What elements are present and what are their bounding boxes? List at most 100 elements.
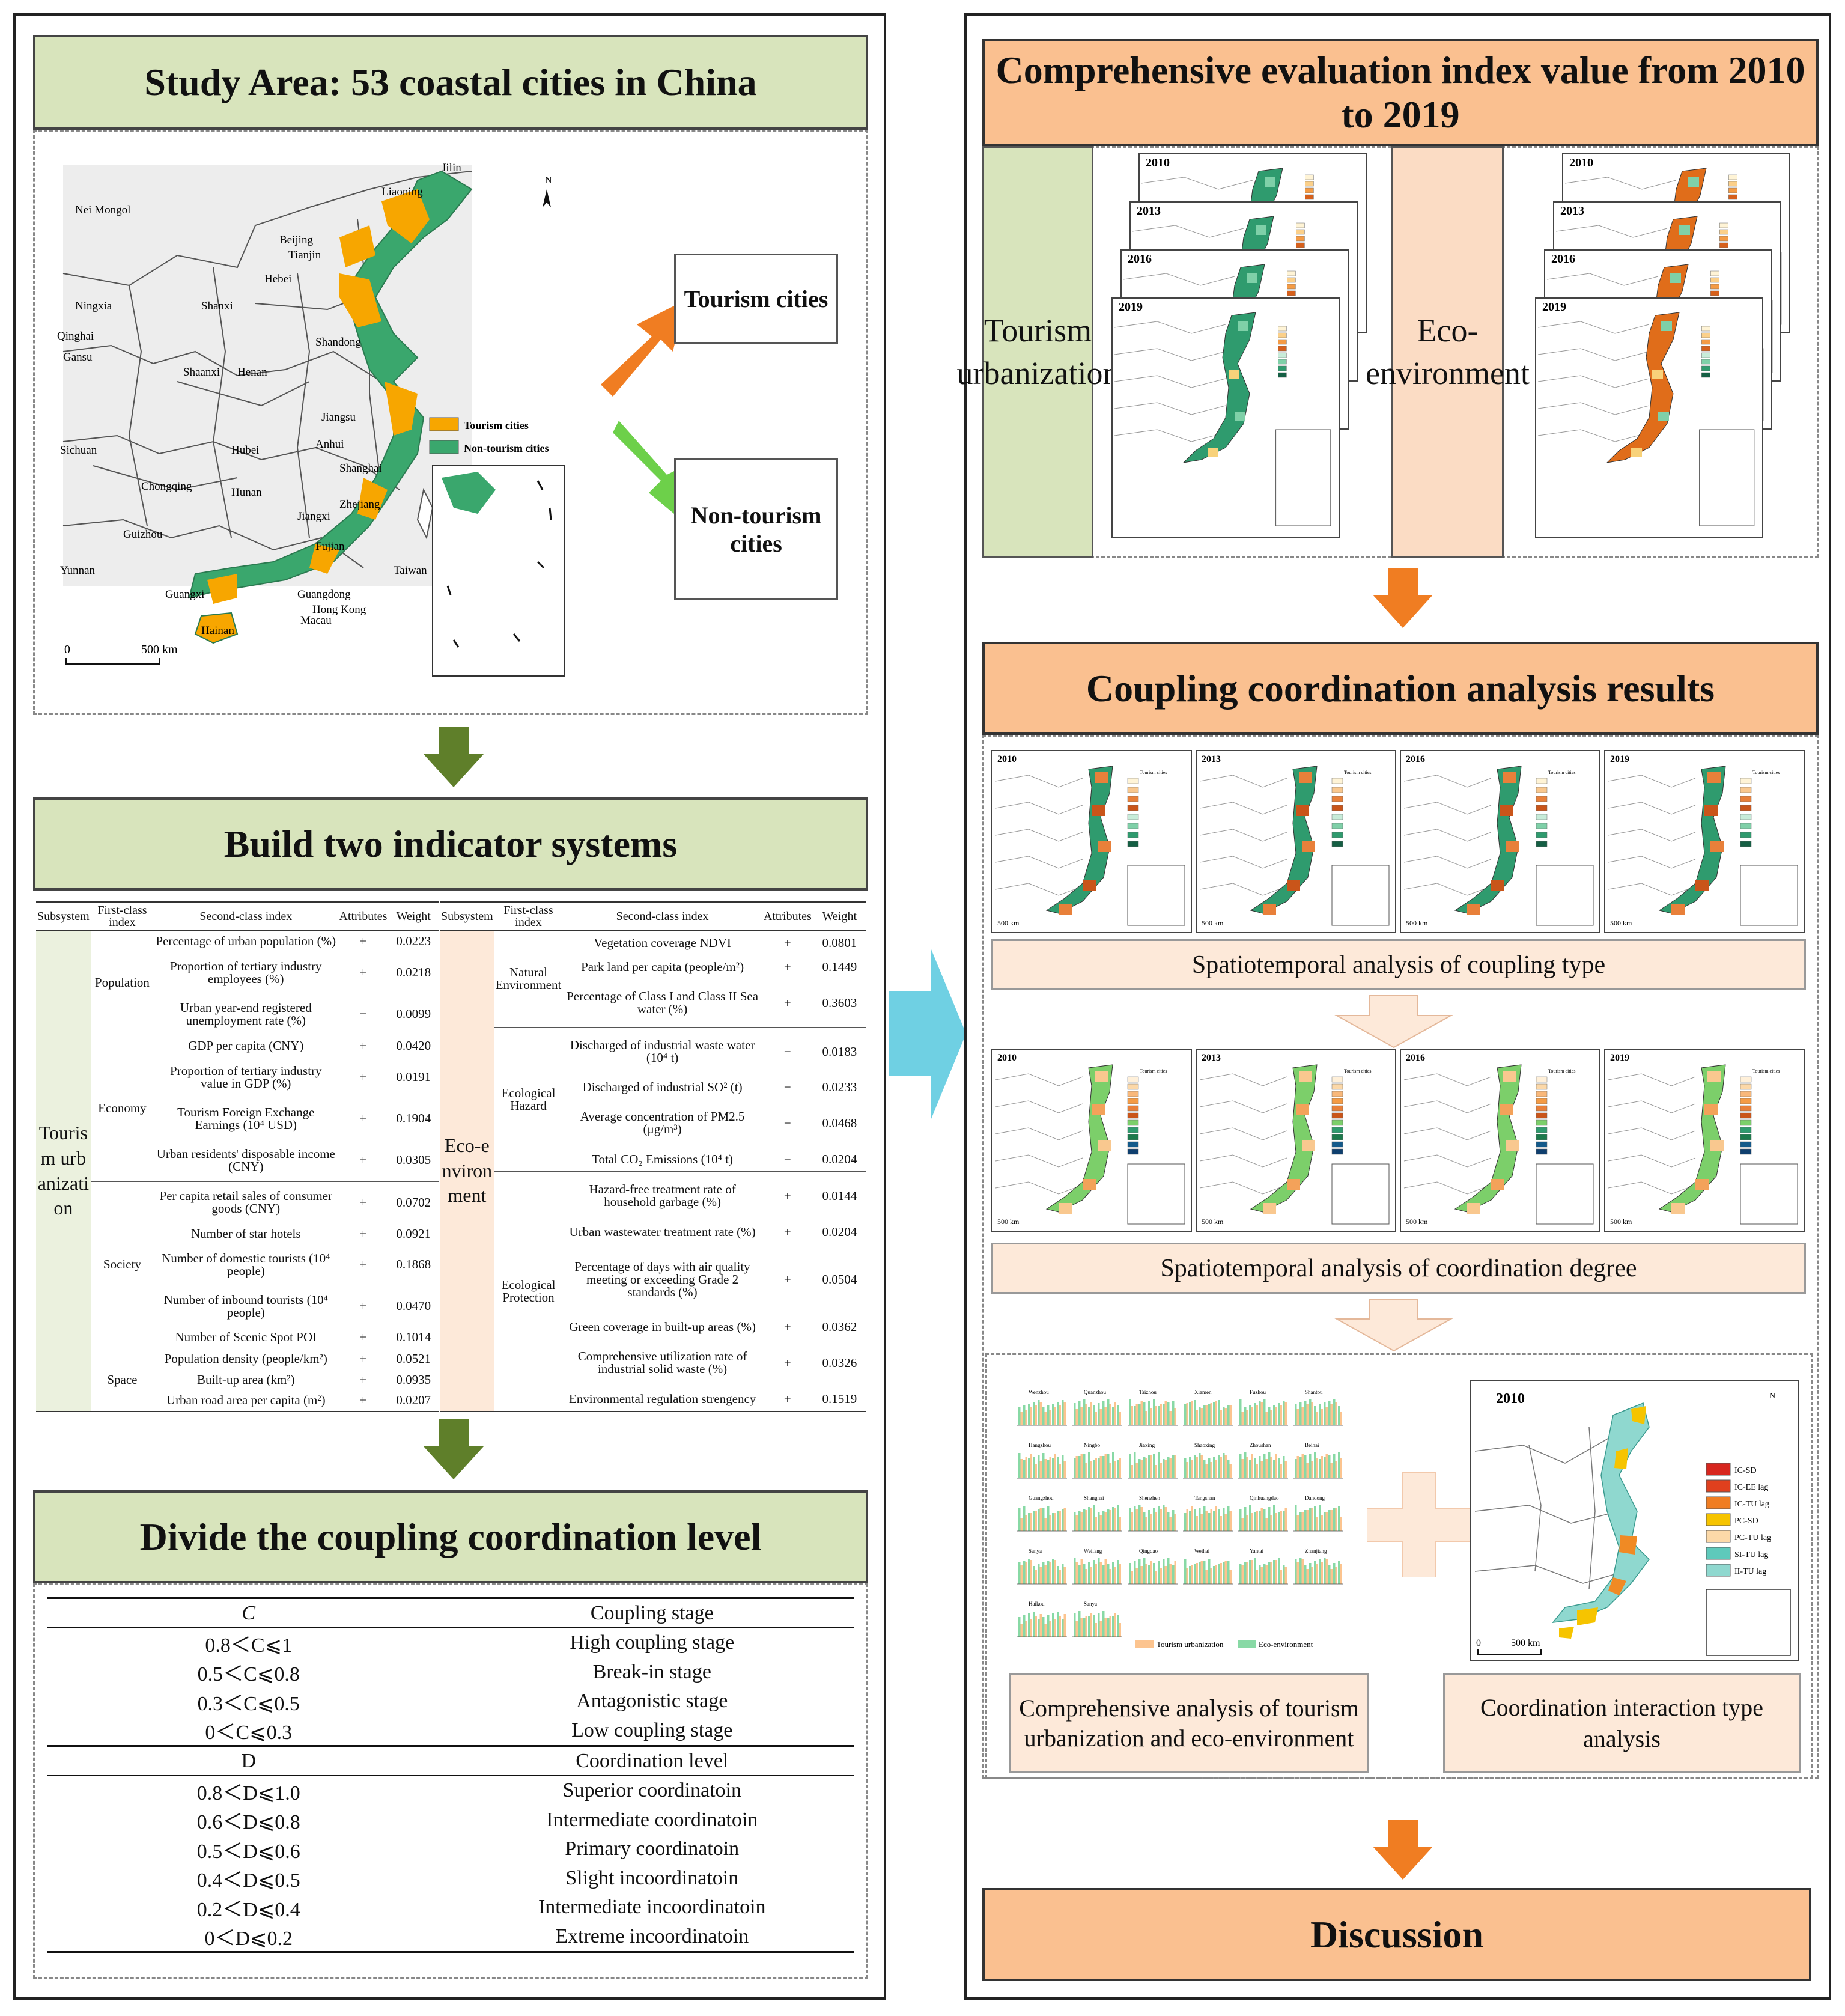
ee-bar (1239, 1564, 1242, 1584)
tu-bar (1095, 1458, 1097, 1478)
ee-bar (1227, 1460, 1230, 1478)
ee-bar (1102, 1611, 1105, 1637)
tu-bar (1246, 1410, 1248, 1425)
ee-bar (1138, 1505, 1141, 1531)
ee-bar (1129, 1508, 1131, 1531)
hollow-arrow-2 (1334, 1299, 1453, 1352)
tu-bar (1109, 1569, 1111, 1584)
bar-panel (1183, 1400, 1233, 1426)
small-scale: 500 km (1610, 919, 1632, 927)
ee-bar (1324, 1402, 1326, 1425)
weight-cell: 0.0144 (822, 1188, 857, 1203)
bar-city-label: Ningbo (1084, 1442, 1101, 1448)
ee-bar (1283, 1401, 1285, 1425)
tu-bar (1039, 1402, 1042, 1425)
ee-bar (1088, 1616, 1090, 1637)
ee-bar (1319, 1404, 1321, 1425)
tu-bar (1311, 1508, 1313, 1531)
map-place-label: Fujian (315, 540, 345, 553)
tu-bar (1280, 1570, 1282, 1584)
tu-bar (1059, 1616, 1061, 1637)
ee-bar (1038, 1400, 1040, 1425)
ee-bar (1023, 1460, 1026, 1478)
level-range: 0.5＜C⩽0.8 (197, 1663, 300, 1686)
ee-bar (1047, 1506, 1050, 1531)
ee-label-box: Eco-environment (1366, 146, 1530, 558)
tu-bar (1030, 1560, 1032, 1584)
tu-bar (1145, 1411, 1147, 1425)
weight-cell: 0.0801 (822, 935, 857, 950)
ee-bar (1194, 1400, 1196, 1425)
ee-bar (1078, 1565, 1081, 1584)
attribute-cell: + (783, 1224, 791, 1239)
ee-bar (1167, 1558, 1170, 1584)
c-stage-header: Coupling stage (590, 1601, 714, 1624)
second-class-index: Total CO₂ Emissions (10⁴ t) (592, 1151, 733, 1166)
bar-panel (1293, 1452, 1343, 1479)
map-year-label: 2016 (1551, 252, 1575, 266)
tu-bar (1196, 1516, 1198, 1531)
weight-cell: 0.3603 (822, 995, 857, 1010)
tu-bar (1301, 1559, 1304, 1584)
tu-bar (1035, 1570, 1037, 1584)
tu-bar (1044, 1624, 1047, 1637)
ee-bar (1028, 1559, 1030, 1584)
level-name: Antagonistic stage (576, 1690, 728, 1713)
ee-bar (1259, 1511, 1261, 1531)
map-north-label: N (545, 175, 552, 186)
map-year-label: 2013 (1137, 204, 1161, 218)
bar-panel (1293, 1505, 1343, 1532)
level-range: 0.3＜C⩽0.5 (197, 1692, 300, 1715)
small-legend-title: Tourism cities (1548, 770, 1575, 775)
attribute-cell: + (359, 1070, 367, 1085)
tu-bar (1256, 1464, 1258, 1478)
ee-bar (1203, 1460, 1206, 1478)
tu-bar (1114, 1461, 1116, 1478)
bar-city-label: Taizhou (1139, 1389, 1157, 1395)
map-place-label: Shaanxi (183, 366, 220, 379)
ee-bar (1098, 1403, 1100, 1425)
attribute-cell: + (359, 1257, 367, 1272)
tourism-cities-box: Tourism cities (674, 254, 838, 344)
ee-bar (1062, 1400, 1064, 1425)
ee-bar (1273, 1460, 1275, 1478)
tu-bar (1109, 1510, 1111, 1531)
first-class-index: Space (107, 1372, 138, 1387)
tu-bar (1119, 1564, 1121, 1584)
ee-bar (1223, 1453, 1225, 1478)
ee-bar (1148, 1401, 1150, 1425)
tu-bar (1210, 1509, 1212, 1531)
ee-bar (1098, 1613, 1100, 1637)
tu-bar (1284, 1567, 1287, 1584)
ee-bar (1098, 1558, 1100, 1584)
map-place-label: Shanghai (339, 462, 382, 475)
ee-bar (1038, 1455, 1040, 1478)
attribute-cell: + (783, 1355, 791, 1370)
build-indicators-title: Build two indicator systems (33, 797, 868, 891)
ee-bar (1023, 1506, 1026, 1531)
tu-bar (1155, 1512, 1157, 1531)
tu-bar (1119, 1517, 1121, 1531)
tu-bar (1311, 1402, 1313, 1425)
coordination-degree-label: Spatiotemporal analysis of coordination … (991, 1243, 1806, 1294)
tu-bar (1075, 1562, 1078, 1584)
tu-bar (1020, 1412, 1023, 1425)
level-range: 0.8＜C⩽1 (205, 1634, 293, 1657)
table-header-cell: Subsystem (440, 903, 494, 931)
ee-bar (1244, 1507, 1247, 1531)
tu-bar (1090, 1402, 1092, 1425)
bar-city-label: Shenzhen (1139, 1495, 1160, 1501)
attribute-cell: + (359, 1038, 367, 1053)
tu-bar (1265, 1565, 1268, 1584)
ee-bar (1263, 1564, 1266, 1584)
weight-cell: 0.0191 (396, 1070, 431, 1085)
attribute-cell: − (783, 1151, 791, 1166)
tu-bar (1075, 1621, 1078, 1637)
ee-bar (1299, 1558, 1302, 1584)
ee-bar (1107, 1454, 1110, 1478)
